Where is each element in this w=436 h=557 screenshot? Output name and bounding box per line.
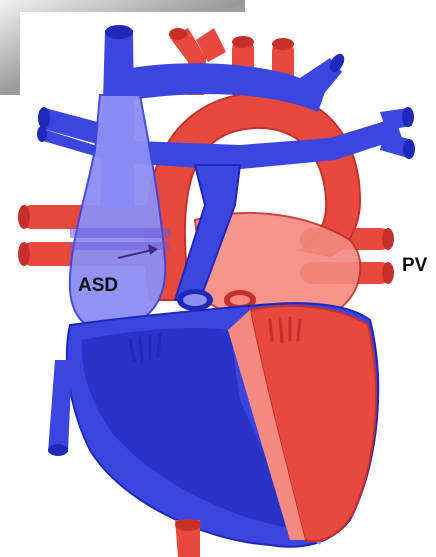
label-pv: PV (402, 255, 428, 276)
inferior-vena-cava (48, 360, 72, 452)
label-asd: ASD (78, 275, 118, 296)
